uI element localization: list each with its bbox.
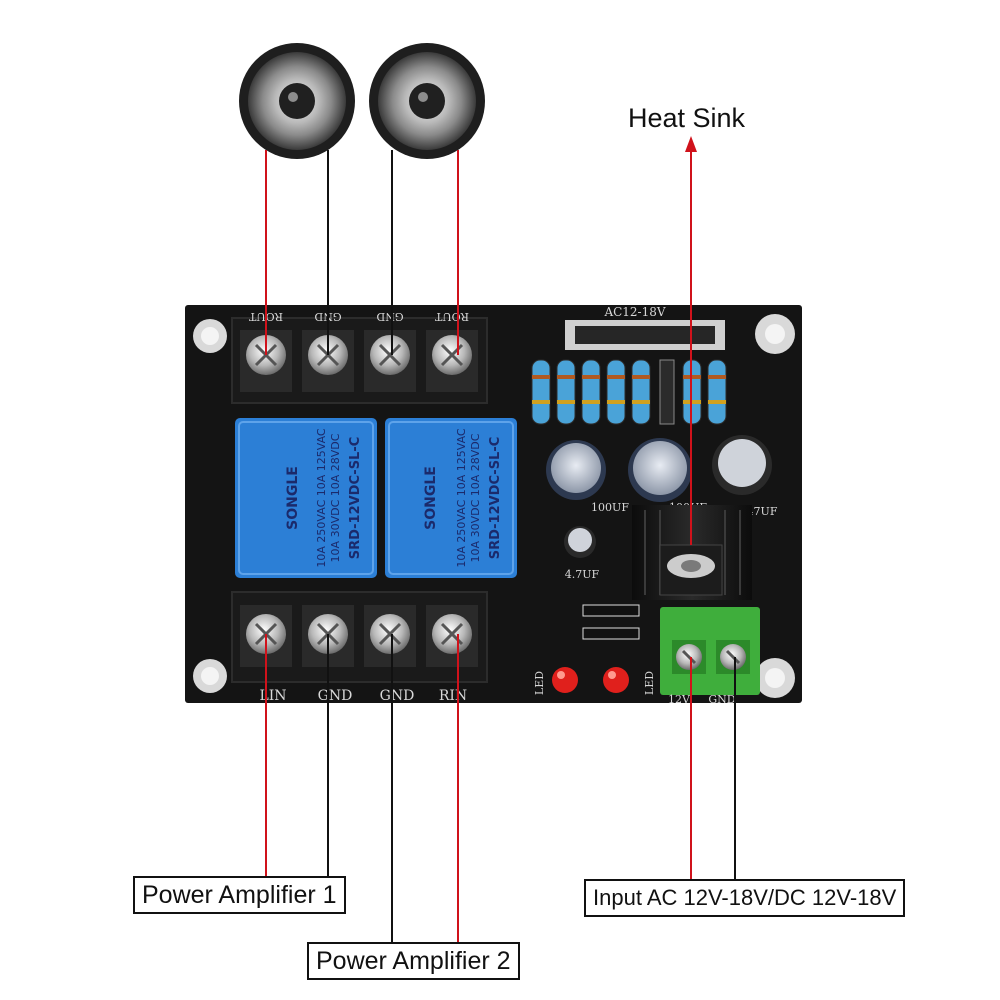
input-terminal-label: GND [708, 693, 735, 706]
led-label: LED [533, 671, 546, 695]
heat-sink [632, 505, 752, 600]
top-terminal-label: ROUT [434, 310, 469, 323]
mounting-hole-icon [193, 314, 795, 698]
speaker-right-icon [369, 43, 485, 159]
input-terminal-block [660, 607, 760, 695]
cap-label: 100UF [591, 501, 629, 514]
pcb-board: ROUT GND GND ROUT SONGLE 10A 250VAC 10A … [185, 305, 802, 706]
power-amplifier-1-label: Power Amplifier 1 [133, 876, 346, 914]
diode [659, 359, 675, 425]
led-icon [552, 667, 629, 693]
top-terminal-label: GND [376, 310, 403, 323]
led-label: LED [643, 671, 656, 695]
relay-rating-1: 10A 250VAC 10A 125VAC [455, 428, 468, 568]
bottom-terminal-label: LIN [259, 688, 286, 704]
diode [582, 604, 640, 617]
bottom-terminal-block: LIN GND GND RIN [231, 591, 488, 704]
cap-label: 4.7UF [565, 568, 600, 581]
amplifier-wires [265, 634, 459, 944]
heat-sink-label: Heat Sink [628, 103, 746, 133]
capacitor-icon [546, 435, 772, 558]
relay-rating-2: 10A 30VDC 10A 28VDC [469, 433, 482, 562]
speaker-wires [265, 150, 459, 355]
relay-1: SONGLE 10A 250VAC 10A 125VAC 10A 30VDC 1… [235, 418, 377, 578]
supply-label: AC12-18V [603, 305, 665, 319]
heat-sink-arrow-icon [685, 136, 697, 545]
cap-label: 47UF [747, 505, 778, 518]
resistor-array [531, 359, 727, 425]
power-amplifier-2-label: Power Amplifier 2 [307, 942, 520, 980]
relay-2: SONGLE 10A 250VAC 10A 125VAC 10A 30VDC 1… [385, 418, 517, 578]
relay-model: SRD-12VDC-SL-C [488, 437, 503, 560]
relay-brand: SONGLE [423, 466, 439, 530]
bottom-terminal-label: GND [380, 688, 415, 704]
input-voltage-label: Input AC 12V-18V/DC 12V-18V [584, 879, 906, 917]
relay-brand: SONGLE [285, 466, 301, 530]
speaker-left-icon [239, 43, 355, 159]
relay-rating-2: 10A 30VDC 10A 28VDC [329, 433, 342, 562]
top-terminal-block: ROUT GND GND ROUT [231, 310, 488, 404]
diode [582, 627, 640, 640]
input-terminal-label: 12V [668, 693, 691, 706]
relay-model: SRD-12VDC-SL-C [348, 437, 363, 560]
input-wires [690, 657, 736, 880]
relay-rating-1: 10A 250VAC 10A 125VAC [315, 428, 328, 568]
bottom-terminal-label: GND [318, 688, 353, 704]
bottom-terminal-label: RIN [439, 688, 467, 704]
